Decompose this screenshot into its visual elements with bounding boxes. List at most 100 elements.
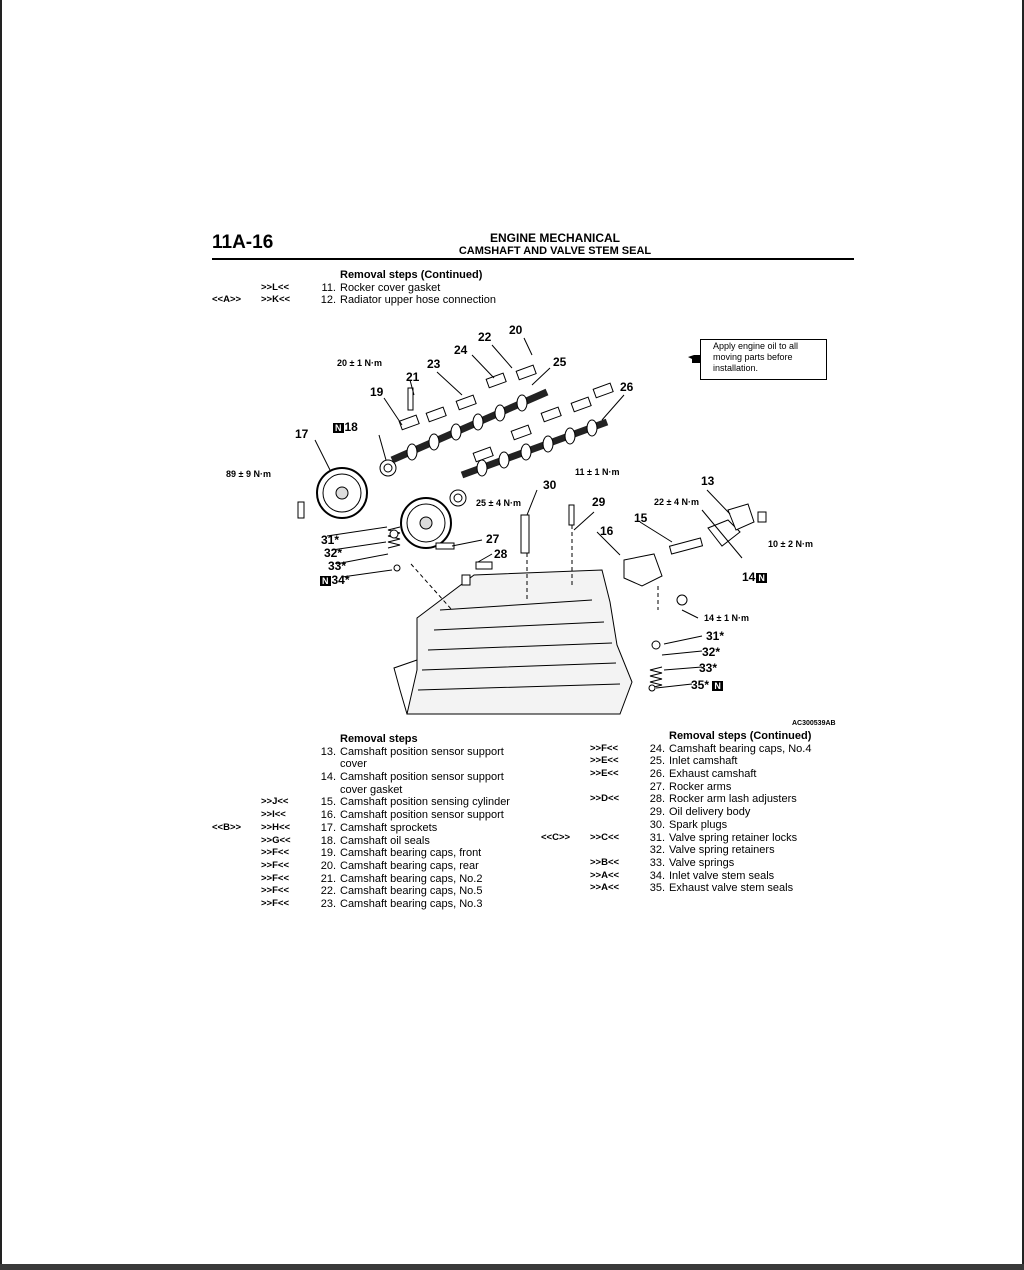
step-row: >>I<< 16. Camshaft position sensor support (212, 809, 504, 822)
step-ref-b: >>F<< (261, 847, 289, 859)
step-ref-a: <<C>> (541, 831, 571, 843)
section-subtitle: CAMSHAFT AND VALVE STEM SEAL (458, 245, 652, 257)
step-text: Inlet valve stem seals (669, 869, 775, 882)
step-ref-b: >>A<< (590, 882, 620, 894)
page-number: 11A-16 (212, 232, 274, 253)
step-row: >>F<< 19. Camshaft bearing caps, front (212, 847, 481, 860)
step-ref-b: >>G<< (261, 834, 291, 846)
step-ref-b: >>C<< (590, 831, 620, 843)
step-row: >>A<<35.Exhaust valve stem seals (541, 882, 811, 895)
step-text: Camshaft sprockets (340, 821, 438, 834)
step-row: 14. Camshaft position sensor support (212, 771, 504, 784)
step-text: Camshaft position sensor support (340, 809, 504, 822)
step-text: cover gasket (340, 783, 403, 796)
step-row: 13.Camshaft position sensor support (212, 746, 504, 759)
step-number: 11. (321, 281, 336, 294)
step-row: >>F<< 24. Camshaft bearing caps, No.4 (541, 743, 811, 756)
step-text: Rocker cover gasket (340, 281, 441, 294)
frame-left-border (0, 0, 2, 1270)
step-number: 26. (649, 768, 665, 781)
step-number: 23. (320, 897, 336, 910)
step-text: Rocker arm lash adjusters (669, 793, 797, 806)
step-text: Valve spring retainers (669, 844, 775, 857)
frame-right-border (1022, 0, 1024, 1270)
step-text: Radiator upper hose connection (340, 294, 496, 307)
step-text: Camshaft bearing caps, front (340, 847, 482, 860)
frame-bottom-border (0, 1264, 1024, 1270)
step-row: cover (212, 758, 418, 771)
step-ref-b: >>E<< (590, 768, 619, 780)
step-row: >>B<< 33. Valve springs (541, 857, 811, 870)
step-ref-a: <<A>> (212, 294, 242, 306)
step-text: Rocker arms (669, 780, 732, 793)
step-row: >>F<< 20. Camshaft bearing caps, rear (212, 859, 479, 873)
lubrication-note: Apply engine oil to all moving parts bef… (700, 339, 827, 380)
step-number: 33. (649, 856, 665, 869)
step-ref-b: >>F<< (261, 859, 289, 871)
step-row: 32. Valve spring retainers (541, 844, 811, 857)
step-row: >>F<< 22. Camshaft bearing caps, No.5 (212, 885, 482, 898)
step-text: Valve spring retainer locks (669, 831, 798, 844)
step-number: 16. (320, 809, 336, 822)
step-row: <<A>> >>K<< 12. Radiator upper hose connect… (212, 294, 496, 307)
step-row: >>E<< 26. Exhaust camshaft (541, 768, 811, 781)
step-row: 27.Rocker arms (541, 781, 811, 794)
step-row: >>L<<11.Rocker cover gasket (212, 282, 482, 295)
step-number: 25. (649, 755, 665, 768)
step-ref-b: >>F<< (590, 742, 618, 754)
step-row: 30. Spark plugs (541, 819, 811, 832)
step-text: Valve springs (669, 856, 735, 869)
step-text: Camshaft position sensor support (340, 771, 504, 784)
step-ref-b: >>F<< (261, 885, 289, 897)
step-ref-b: >>B<< (590, 856, 620, 868)
step-number: 22. (320, 885, 336, 898)
step-ref-b: >>D<< (590, 793, 620, 805)
header-rule (212, 258, 854, 260)
step-row: >>F<< 23. Camshaft bearing caps, No.3 (212, 897, 482, 911)
step-number: 12. (320, 294, 336, 307)
step-text: Camshaft position sensing cylinder (340, 796, 510, 809)
step-number: 30. (649, 818, 665, 831)
step-number: 24. (649, 742, 665, 755)
step-ref-b: >>F<< (261, 872, 289, 884)
step-text: Camshaft position sensor support (340, 745, 504, 758)
top-steps-title: Removal steps (Continued) (340, 269, 483, 281)
step-number: 28. (649, 793, 665, 806)
step-row: >>G<<18.Camshaft oil seals (212, 834, 430, 848)
step-row: cover gasket (212, 784, 418, 797)
step-text: Camshaft bearing caps, No.3 (340, 897, 483, 910)
step-ref-b: >>A<< (590, 869, 620, 881)
step-text: Camshaft bearing caps, No.5 (340, 885, 483, 898)
step-text: Exhaust camshaft (669, 768, 757, 781)
step-row: >>J<<15.Camshaft position sensing cylind… (212, 796, 510, 809)
step-ref-b: >>H<< (261, 821, 291, 833)
left-removal-steps: Removal steps 13.Camshaft position senso… (212, 733, 510, 911)
step-number: 17. (320, 821, 336, 834)
step-ref-b: >>E<< (590, 755, 619, 767)
step-text: Inlet camshaft (669, 755, 738, 768)
step-number: 29. (649, 806, 665, 819)
step-text: Camshaft bearing caps, rear (340, 859, 479, 872)
top-removal-steps: Removal steps (Continued) >>L<<11.Rocker… (212, 269, 496, 307)
step-ref-a: <<B>> (212, 821, 242, 833)
step-text: Exhaust valve stem seals (669, 882, 794, 895)
step-text: Camshaft bearing caps, No.2 (340, 872, 483, 885)
step-number: 32. (649, 844, 665, 857)
right-removal-steps: Removal steps (Continued) >>F<< 24. Camsha… (541, 730, 811, 895)
step-number: 21. (320, 872, 336, 885)
right-steps-title: Removal steps (Continued) (669, 730, 812, 742)
step-number: 34. (649, 869, 665, 882)
step-text: cover (340, 758, 367, 771)
step-ref-b: >>F<< (261, 897, 289, 909)
step-number: 20. (320, 859, 336, 872)
left-steps-title: Removal steps (340, 733, 418, 745)
step-ref-b: >>I<< (261, 809, 286, 821)
step-number: 14. (320, 771, 336, 784)
step-row: <<C>>>>C<<31.Valve spring retainer locks (541, 832, 811, 845)
step-number: 19. (320, 847, 336, 860)
step-text: Spark plugs (669, 818, 728, 831)
exploded-diagram (212, 310, 854, 730)
step-text: Camshaft bearing caps, No.4 (669, 742, 812, 755)
step-row: >>E<< 25. Inlet camshaft (541, 755, 811, 768)
step-ref-b: >>K<< (261, 294, 291, 306)
